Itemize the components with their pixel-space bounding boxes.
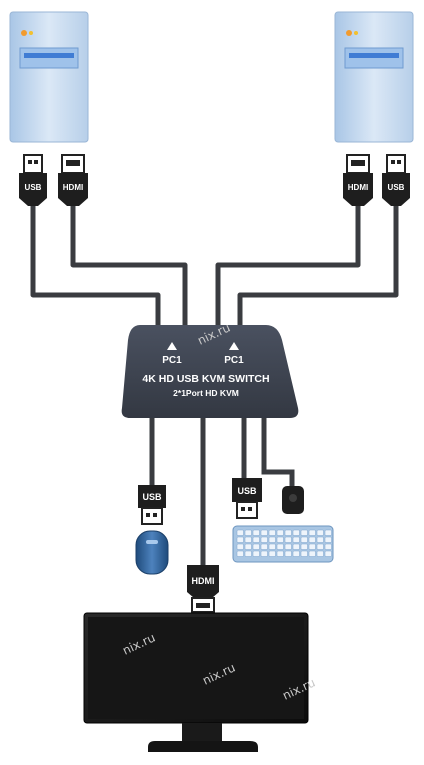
keyboard-icon [232, 525, 334, 563]
port-label-right: PC1 [224, 355, 244, 366]
keyboard-key [260, 529, 268, 536]
hdmi-label-top-right: HDMI [348, 183, 368, 192]
keyboard-key [300, 550, 308, 557]
kvm-switch: PC1 PC1 4K HD USB KVM SWITCH 2*1Port HD … [121, 325, 299, 418]
keyboard-key [292, 543, 300, 550]
pc-tower-left [9, 11, 89, 143]
keyboard-key [244, 529, 252, 536]
keyboard-key [284, 536, 292, 543]
keyboard-key [236, 543, 244, 550]
keyboard-key [268, 536, 276, 543]
keyboard-key [260, 536, 268, 543]
remote-switch-button [282, 486, 304, 514]
keyboard-key [252, 550, 260, 557]
keyboard-key [284, 529, 292, 536]
port-label-left: PC1 [162, 355, 182, 366]
keyboard-key [244, 550, 252, 557]
keyboard-key [276, 536, 284, 543]
keyboard-key [300, 536, 308, 543]
keyboard-key [308, 543, 316, 550]
keyboard-key [236, 550, 244, 557]
cable-left-usb [30, 198, 161, 325]
usb-connector-mouse: USB [138, 485, 166, 525]
keyboard-key [284, 543, 292, 550]
port-arrow-left-icon [167, 342, 177, 350]
usb-label-top-left: USB [25, 183, 42, 192]
keyboard-key [324, 536, 332, 543]
keyboard-key [276, 529, 284, 536]
hdmi-connector-monitor: HDMI [187, 565, 219, 613]
hdmi-label-monitor: HDMI [192, 576, 215, 586]
keyboard-key [268, 550, 276, 557]
keyboard-key [268, 543, 276, 550]
keyboard-key [324, 550, 332, 557]
keyboard-key [300, 543, 308, 550]
keyboard-key [308, 550, 316, 557]
keyboard-key [292, 529, 300, 536]
switch-title: 4K HD USB KVM SWITCH [142, 373, 269, 385]
cable-left-hdmi [70, 198, 188, 325]
keyboard-key [300, 529, 308, 536]
keyboard-key [316, 543, 324, 550]
cable-right-usb [237, 198, 399, 325]
mouse-icon [135, 530, 169, 575]
keyboard-key [252, 529, 260, 536]
hdmi-label-top-left: HDMI [63, 183, 83, 192]
hdmi-connector-top-left: HDMI [58, 154, 88, 206]
hdmi-connector-top-right: HDMI [343, 154, 373, 206]
keyboard-key [316, 529, 324, 536]
keyboard-key [276, 550, 284, 557]
usb-connector-keyboard: USB [232, 478, 262, 519]
usb-label-keyboard: USB [237, 486, 257, 496]
keyboard-key [236, 529, 244, 536]
keyboard-key [252, 536, 260, 543]
keyboard-key [316, 550, 324, 557]
usb-connector-top-left: USB [19, 154, 47, 206]
keyboard-key [324, 529, 332, 536]
keyboard-key [260, 550, 268, 557]
keyboard-key [316, 536, 324, 543]
port-arrow-right-icon [229, 342, 239, 350]
cable-right-hdmi [215, 198, 361, 325]
keyboard-key [308, 536, 316, 543]
keyboard-key [276, 543, 284, 550]
keyboard-key [324, 543, 332, 550]
monitor-icon [83, 612, 309, 752]
keyboard-key [260, 543, 268, 550]
keyboard-key [252, 543, 260, 550]
keyboard-key [244, 536, 252, 543]
cable-extra [261, 415, 295, 488]
keyboard-key [284, 550, 292, 557]
keyboard-key [292, 536, 300, 543]
switch-subtitle: 2*1Port HD KVM [173, 388, 239, 398]
lower-cables [149, 415, 295, 565]
usb-label-mouse: USB [142, 492, 162, 502]
keyboard-key [308, 529, 316, 536]
keyboard-key [236, 536, 244, 543]
pc-tower-right [334, 11, 414, 143]
upper-cables [30, 198, 399, 325]
keyboard-key [244, 543, 252, 550]
usb-connector-top-right: USB [382, 154, 410, 206]
keyboard-key [268, 529, 276, 536]
usb-label-top-right: USB [388, 183, 405, 192]
keyboard-key [292, 550, 300, 557]
